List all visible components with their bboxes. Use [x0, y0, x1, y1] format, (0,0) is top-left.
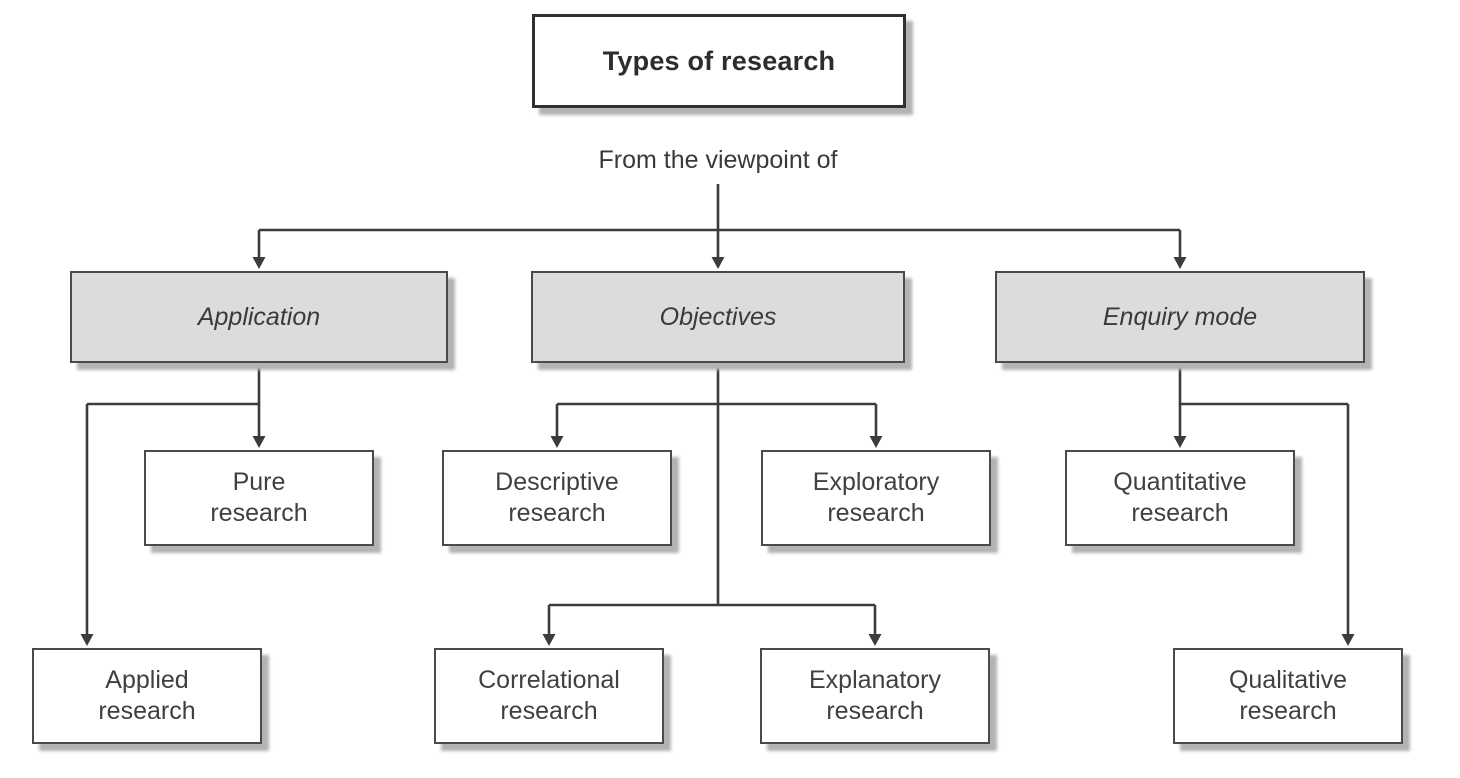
- subtitle-text: From the viewpoint of: [598, 146, 838, 174]
- arrow-into-enquiry-mode: [1173, 257, 1187, 269]
- arrow-into-quantitative: [1173, 436, 1187, 448]
- arrow-into-qualitative: [1341, 634, 1355, 646]
- arrow-into-application: [252, 257, 266, 269]
- node-qualitative-research: Qualitative research: [1173, 648, 1403, 744]
- category-label: Application: [197, 302, 321, 331]
- arrow-into-correlational: [542, 634, 556, 646]
- node-label-line: research: [500, 697, 598, 725]
- node-label-line: Quantitative: [1113, 468, 1247, 496]
- node-enquiry-mode: Enquiry mode: [995, 271, 1365, 363]
- node-label-line: research: [827, 499, 925, 527]
- node-label-line: Correlational: [478, 666, 620, 694]
- node-applied-research: Applied research: [32, 648, 262, 744]
- node-types-of-research: Types of research: [532, 14, 906, 108]
- node-label-line: research: [508, 499, 606, 527]
- node-pure-research: Pure research: [144, 450, 374, 546]
- category-label: Enquiry mode: [1102, 302, 1258, 331]
- node-label-line: research: [210, 499, 308, 527]
- node-label-line: research: [1239, 697, 1337, 725]
- connector-paths: [85, 184, 1350, 638]
- node-label-line: Pure: [232, 468, 286, 496]
- arrow-into-applied: [80, 634, 94, 646]
- arrow-into-exploratory: [869, 436, 883, 448]
- node-label-line: research: [826, 697, 924, 725]
- node-quantitative-research: Quantitative research: [1065, 450, 1295, 546]
- diagram-title: Types of research: [602, 45, 836, 76]
- node-label-line: Qualitative: [1228, 666, 1348, 694]
- node-explanatory-research: Explanatory research: [760, 648, 990, 744]
- arrow-into-pure: [252, 436, 266, 448]
- node-application: Application: [70, 271, 448, 363]
- node-objectives: Objectives: [531, 271, 905, 363]
- arrow-into-descriptive: [550, 436, 564, 448]
- node-label-line: Explanatory: [808, 666, 942, 694]
- category-label: Objectives: [659, 302, 777, 331]
- node-label-line: research: [1131, 499, 1229, 527]
- node-label-line: Applied: [105, 666, 189, 694]
- node-exploratory-research: Exploratory research: [761, 450, 991, 546]
- node-label-line: Descriptive: [495, 468, 619, 496]
- node-label-line: research: [98, 697, 196, 725]
- node-correlational-research: Correlational research: [434, 648, 664, 744]
- arrow-into-explanatory: [868, 634, 882, 646]
- node-label-line: Exploratory: [812, 468, 940, 496]
- arrow-into-objectives: [711, 257, 725, 269]
- node-descriptive-research: Descriptive research: [442, 450, 672, 546]
